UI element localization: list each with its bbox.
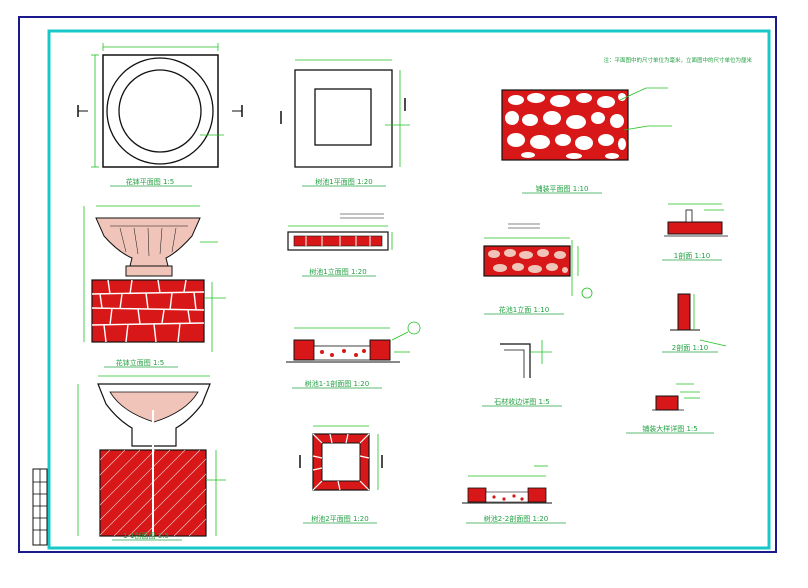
planter-section-title: 树池1-1剖面图 1:20 xyxy=(305,379,369,388)
planter2-section-title: 树池2-2剖面图 1:20 xyxy=(484,514,548,523)
title-block xyxy=(32,468,48,546)
planter2-section-drawing xyxy=(462,465,552,504)
wall-elevation-title: 花池1立面 1:10 xyxy=(499,305,549,314)
stone-detail-title: 铺装大样详图 1:5 xyxy=(642,424,698,433)
urn-elevation-title: 花钵立面图 1:5 xyxy=(116,358,165,367)
urn-elevation-drawing xyxy=(83,205,226,352)
planter-plan-drawing xyxy=(280,59,410,168)
urn-section-drawing xyxy=(77,375,226,537)
edge-detail-drawing xyxy=(500,340,552,378)
wall-elevation-drawing xyxy=(483,223,593,299)
paving-plan-title: 铺装平面图 1:10 xyxy=(536,184,589,193)
outer-frame xyxy=(18,16,777,553)
planter2-plan-drawing xyxy=(299,425,383,491)
planter-elevation-drawing xyxy=(287,213,393,251)
paving-plan-drawing xyxy=(501,87,672,161)
edge-detail-title: 石材收边详图 1:5 xyxy=(494,397,550,406)
section-a-drawing xyxy=(664,203,728,237)
urn-plan-drawing xyxy=(77,43,243,168)
section-a-title: 1剖面 1:10 xyxy=(674,251,710,260)
inner-frame xyxy=(47,29,771,550)
urn-section-title: 1-1剖面图 1:5 xyxy=(123,531,169,540)
section-b-title: 2剖面 1:10 xyxy=(672,343,708,352)
planter2-plan-title: 树池2平面图 1:20 xyxy=(311,514,368,523)
planter-elevation-title: 树池1立面图 1:20 xyxy=(309,267,366,276)
header-note: 注：平面图中的尺寸单位为毫米，立面图中的尺寸单位为厘米 xyxy=(603,56,752,64)
section-b-drawing xyxy=(670,293,727,347)
planter-section-drawing xyxy=(286,321,421,363)
urn-plan-title: 花钵平面图 1:5 xyxy=(126,177,175,186)
stone-detail-drawing xyxy=(652,383,700,411)
planter-plan-title: 树池1平面图 1:20 xyxy=(315,177,372,186)
